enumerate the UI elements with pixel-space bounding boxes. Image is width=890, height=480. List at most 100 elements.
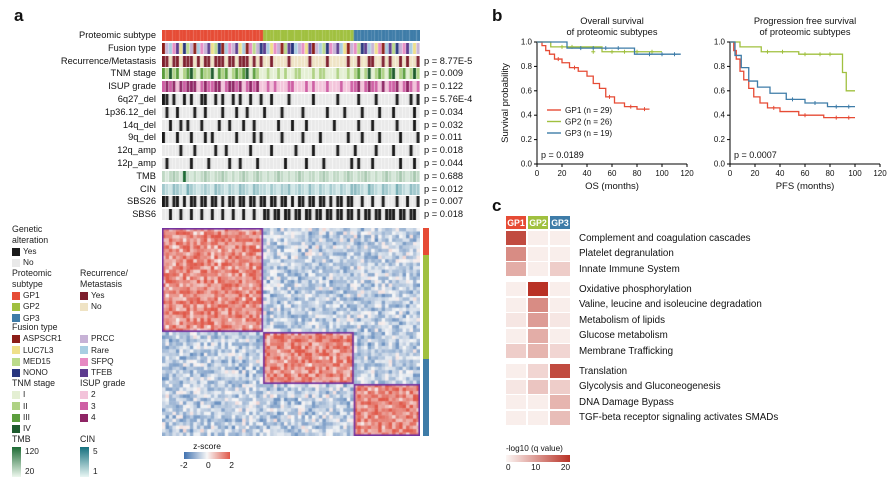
scale-label: -log10 (q value) [506, 444, 563, 453]
pathway-row: Platelet degranulation [506, 246, 778, 261]
p-value: p = 0.044 [424, 158, 464, 168]
svg-text:1.0: 1.0 [521, 38, 533, 47]
pathway-cell [550, 410, 570, 425]
pathway-cell [528, 395, 548, 409]
pathway-cell [506, 246, 526, 261]
module-segment [423, 255, 429, 360]
pathway-row: Translation [506, 364, 778, 378]
svg-text:100: 100 [655, 169, 669, 178]
legend-item-label: Yes [91, 289, 105, 300]
legend-item: TFEB [80, 367, 148, 378]
p-value: p = 0.009 [424, 68, 464, 79]
color-swatch [12, 369, 20, 378]
legend-title: Metastasis [80, 278, 123, 289]
annotation-label: CIN [139, 183, 156, 194]
pathway-row: Complement and coagulation cascades [506, 231, 778, 245]
svg-text:60: 60 [608, 169, 617, 178]
panel-a-label: a [14, 6, 24, 25]
annotation-cells-fusion [162, 42, 420, 54]
legend-item: III [12, 412, 55, 423]
annotation-label: SBS26 [127, 196, 156, 207]
svg-text:120: 120 [680, 169, 694, 178]
panel-b-label: b [492, 6, 503, 25]
legend-item: SFPQ [80, 356, 148, 367]
pathway-cell [550, 297, 570, 312]
annotation-cells-sbs6 [162, 209, 420, 221]
pathway-name: Valine, leucine and isoleucine degradati… [579, 299, 762, 310]
legend-title: Fusion type [12, 322, 58, 332]
legend-item-label: No [23, 257, 34, 268]
annotation-cells-del6q27 [162, 94, 420, 105]
legend-item-label: I [23, 389, 26, 400]
pathway-row: Metabolism of lipids [506, 313, 778, 327]
svg-text:60: 60 [801, 169, 810, 178]
pathway-cell [506, 282, 526, 296]
annotation-cells-tnm [162, 68, 420, 80]
color-swatch [80, 391, 88, 400]
color-swatch [80, 402, 88, 411]
legend-item-label: GP3 [23, 312, 40, 323]
svg-text:0.8: 0.8 [521, 62, 533, 71]
annotation-label: 12q_amp [117, 145, 156, 156]
annotation-label: TNM stage [110, 68, 156, 79]
legend-title: TMB [12, 434, 31, 444]
scale-gradient [506, 455, 570, 462]
svg-text:120: 120 [873, 169, 887, 178]
legend-title: alteration [12, 234, 49, 245]
pathway-cell [550, 364, 570, 378]
color-swatch [80, 303, 88, 312]
legend-item: GP2 [12, 301, 52, 312]
annotation-label: SBS6 [132, 209, 156, 220]
pathway-name: DNA Damage Bypass [579, 396, 674, 408]
annotation-cells-del1p36 [162, 106, 420, 118]
legend-item-label: GP2 [23, 301, 40, 312]
annotation-cells-cin [162, 183, 420, 195]
svg-text:GP2 (n = 26): GP2 (n = 26) [565, 117, 612, 126]
legend-title: Genetic [12, 224, 43, 234]
pathway-cell [528, 231, 548, 245]
pathway-cell [506, 262, 526, 276]
legend-item: GP1 [12, 289, 52, 301]
svg-text:0.6: 0.6 [714, 86, 726, 95]
pathway-cell [506, 344, 526, 358]
legend-item: IV [12, 423, 55, 434]
module-segment [423, 359, 429, 436]
legend-item-label: GP1 [23, 289, 40, 300]
pathway-row: Valine, leucine and isoleucine degradati… [506, 297, 778, 312]
legend-item-label: No [91, 301, 102, 312]
module-segment [423, 228, 429, 256]
legend-title: TNM stage [12, 378, 56, 388]
legend-title: CIN [80, 434, 96, 444]
pathway-cell [506, 379, 526, 394]
annotation-cells-tmb [162, 170, 420, 182]
legend-item: Rare [80, 345, 148, 356]
pathway-cell [528, 282, 548, 296]
svg-text:0.8: 0.8 [714, 62, 726, 71]
pathway-cell [528, 297, 548, 312]
pathway-name: Innate Immune System [579, 263, 680, 275]
svg-text:p = 0.0007: p = 0.0007 [734, 150, 777, 160]
annotation-row-fusion: Fusion type [0, 42, 890, 54]
legend-title: ISUP grade [80, 378, 126, 388]
color-swatch [12, 357, 20, 366]
legend-title: Proteomic [12, 268, 52, 278]
svg-text:Progression free survival: Progression free survival [754, 16, 856, 26]
p-value: p = 0.007 [424, 196, 464, 207]
